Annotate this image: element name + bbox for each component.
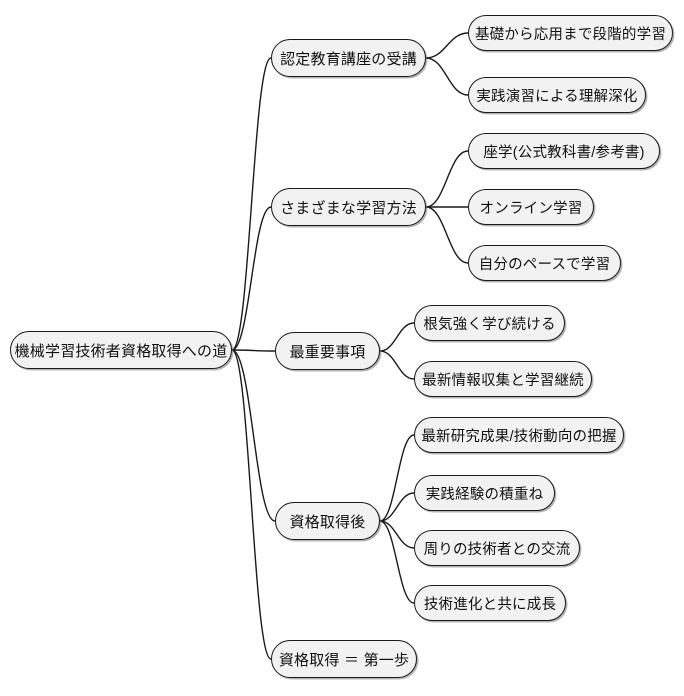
edge-branch-0-to-leaf-0 [425,32,469,59]
edge-branch-3-to-leaf-1 [379,492,415,522]
branch-node-2[interactable]: 最重要事項 [275,332,380,370]
root-node-機械学習技術者資格取得への道[interactable]: 機械学習技術者資格取得への道 [10,331,232,369]
edge-branch-3-to-leaf-3 [379,520,415,604]
leaf-node-0-0[interactable]: 基礎から応用まで段階的学習 [468,15,673,51]
edge-branch-2-to-leaf-0 [379,322,415,352]
edge-branch-1-to-leaf-2 [425,206,469,264]
node-label: 最重要事項 [289,343,366,361]
edge-branch-3-to-leaf-2 [379,520,415,549]
leaf-node-3-1[interactable]: 実践経験の積重ね [414,475,555,511]
leaf-node-1-1[interactable]: オンライン学習 [468,189,594,225]
node-label: さまざまな学習方法 [280,199,417,217]
node-label: 資格取得 ＝ 第一歩 [278,651,410,669]
edge-root-to-branch-2 [231,349,276,352]
node-label: 周りの技術者との交流 [423,541,571,558]
leaf-node-2-1[interactable]: 最新情報収集と学習継続 [414,361,592,397]
edge-root-to-branch-0 [231,57,272,351]
leaf-node-3-2[interactable]: 周りの技術者との交流 [414,530,580,566]
branch-node-1[interactable]: さまざまな学習方法 [271,188,426,226]
node-label: 最新研究成果/技術動向の把握 [421,428,617,445]
node-label: 根気強く学び続ける [423,316,556,333]
branch-node-3[interactable]: 資格取得後 [275,502,380,540]
node-label: オンライン学習 [479,200,583,217]
node-label: 実践経験の積重ね [425,486,544,503]
node-label: 基礎から応用まで段階的学習 [474,26,667,43]
edge-branch-1-to-leaf-0 [425,150,469,208]
leaf-node-2-0[interactable]: 根気強く学び続ける [414,305,565,341]
edge-branch-3-to-leaf-0 [379,434,415,522]
edge-root-to-branch-4 [231,349,272,660]
node-label: 座学(公式教科書/参考書) [483,144,645,161]
leaf-node-1-0[interactable]: 座学(公式教科書/参考書) [468,133,660,169]
node-label: 機械学習技術者資格取得への道 [14,342,228,360]
node-label: 資格取得後 [289,513,366,531]
edge-branch-2-to-leaf-1 [379,350,415,380]
leaf-node-0-1[interactable]: 実践演習による理解深化 [468,77,646,113]
leaf-node-1-2[interactable]: 自分のペースで学習 [468,245,621,281]
branch-node-0[interactable]: 認定教育講座の受講 [271,39,426,77]
leaf-node-3-3[interactable]: 技術進化と共に成長 [414,585,566,621]
node-label: 技術進化と共に成長 [423,596,557,613]
node-label: 自分のペースで学習 [478,256,611,273]
edge-root-to-branch-3 [231,349,276,522]
leaf-node-3-0[interactable]: 最新研究成果/技術動向の把握 [414,417,624,453]
node-label: 最新情報収集と学習継続 [422,372,584,389]
edge-branch-0-to-leaf-1 [425,57,469,96]
edge-root-to-branch-1 [231,206,272,351]
node-label: 実践演習による理解深化 [476,88,638,105]
branch-node-4[interactable]: 資格取得 ＝ 第一歩 [271,640,417,678]
node-label: 認定教育講座の受講 [280,50,417,68]
